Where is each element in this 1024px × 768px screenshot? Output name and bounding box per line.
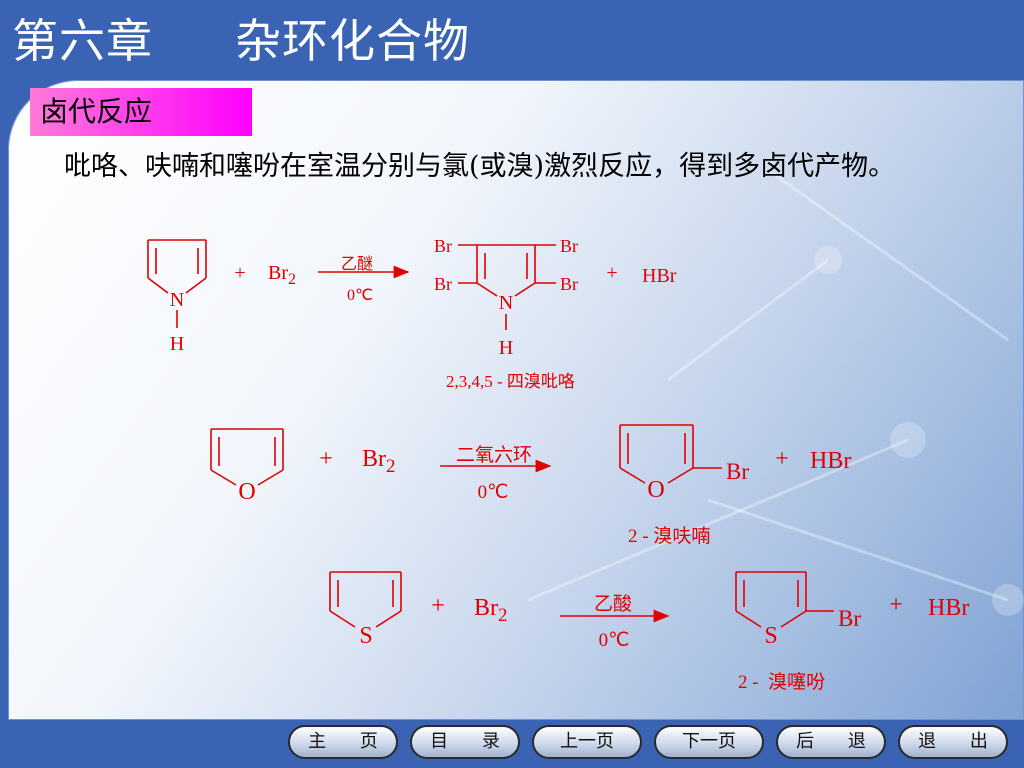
- back-button[interactable]: 后 退: [776, 725, 886, 759]
- bromo-substituent: Br: [838, 606, 861, 631]
- previous-page-button[interactable]: 上一页: [532, 725, 642, 759]
- reaction-furan: O + Br2 二氧六环 0℃ O Br + HBr 2 - 溴呋喃: [210, 424, 851, 547]
- product-name: 2 - 溴呋喃: [628, 525, 710, 547]
- chapter-title: 杂环化合物: [235, 14, 470, 68]
- product-o-atom: O: [647, 477, 664, 503]
- thiophene-ring: [329, 571, 402, 628]
- reagent-br2: Br2: [268, 262, 296, 288]
- byproduct-hbr: HBr: [642, 265, 677, 287]
- content-panel: [8, 80, 1024, 720]
- plus-sign: +: [319, 446, 333, 472]
- solvent-label: 二氧六环: [456, 444, 532, 466]
- section-label: 卤代反应: [30, 88, 252, 136]
- temperature-label: 0℃: [599, 630, 630, 651]
- pyrrole-h-atom: H: [170, 333, 184, 355]
- plus-sign: +: [234, 262, 245, 284]
- bromo-substituent: Br: [560, 274, 578, 294]
- thiophene-s-atom: S: [359, 623, 372, 649]
- product-h-atom: H: [499, 337, 513, 359]
- furan-o-atom: O: [238, 479, 255, 505]
- contents-button[interactable]: 目 录: [410, 725, 520, 759]
- product-name: 2,3,4,5 - 四溴吡咯: [446, 372, 575, 391]
- plus-sign: +: [606, 262, 617, 284]
- product-name: 2 - 溴噻吩: [738, 671, 825, 693]
- bromo-substituent: Br: [434, 236, 452, 256]
- byproduct-hbr: HBr: [810, 448, 851, 474]
- furan-ring: [210, 428, 284, 486]
- slide-title: 第六章 杂环化合物: [12, 10, 470, 72]
- bromo-substituent: Br: [434, 274, 452, 294]
- background-decoration: [527, 168, 1024, 616]
- bromofuran-ring: [619, 424, 722, 484]
- temperature-label: 0℃: [478, 482, 509, 503]
- solvent-label: 乙酸: [594, 593, 632, 615]
- plus-sign: +: [775, 446, 789, 472]
- bromo-substituent: Br: [726, 459, 749, 484]
- bromo-substituent: Br: [560, 236, 578, 256]
- byproduct-hbr: HBr: [928, 595, 969, 621]
- navigation-bar: 主 页 目 录 上一页 下一页 后 退 退 出: [288, 725, 1008, 759]
- pyrrole-ring: [147, 239, 207, 328]
- exit-button[interactable]: 退 出: [898, 725, 1008, 759]
- temperature-label: 0℃: [347, 287, 373, 304]
- next-page-button[interactable]: 下一页: [654, 725, 764, 759]
- reagent-br2: Br2: [474, 595, 508, 626]
- product-n-atom: N: [499, 292, 513, 314]
- chapter-number: 第六章: [12, 14, 153, 68]
- reaction-thiophene: S + Br2 乙酸 0℃ S Br + HBr 2 - 溴噻吩: [329, 571, 969, 693]
- intro-text: 吡咯、呋喃和噻吩在室温分别与氯(或溴)激烈反应，得到多卤代产物。: [64, 151, 896, 182]
- reagent-br2: Br2: [362, 446, 396, 477]
- product-s-atom: S: [764, 623, 777, 649]
- tetrabromopyrrole-ring: [458, 244, 556, 330]
- solvent-label: 乙醚: [341, 255, 373, 273]
- bromothiophene-ring: [735, 571, 834, 628]
- reaction-pyrrole: N H + Br2 乙醚 0℃ Br: [147, 236, 677, 391]
- plus-sign: +: [889, 592, 903, 618]
- plus-sign: +: [431, 593, 445, 619]
- home-button[interactable]: 主 页: [288, 725, 398, 759]
- pyrrole-n-atom: N: [170, 289, 184, 311]
